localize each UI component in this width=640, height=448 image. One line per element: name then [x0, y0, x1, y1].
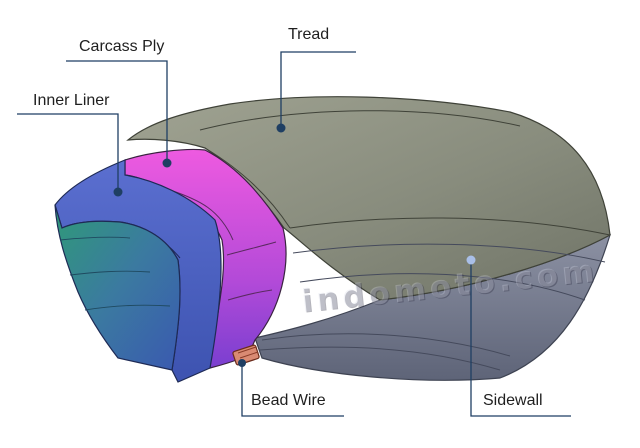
sidewall-rib: [259, 346, 501, 371]
bead-wire-strand: [239, 351, 259, 359]
cavity-line: [69, 270, 151, 276]
bead-wire-label: Bead Wire: [251, 392, 326, 409]
bead-wire-strand: [237, 346, 257, 354]
sidewall-rib: [292, 243, 606, 263]
tread-sidewall-seam: [289, 217, 611, 236]
tread-leader: [280, 51, 356, 128]
cavity-line: [84, 304, 171, 311]
sidewall-label: Sidewall: [483, 392, 543, 409]
sidewall-rib: [261, 333, 511, 357]
carcass-ply-line: [226, 241, 277, 256]
carcass-ply-label: Carcass Ply: [79, 38, 165, 55]
carcass-ply-line: [169, 189, 234, 241]
carcass-ply-leader: [66, 60, 168, 163]
sidewall-leader: [470, 260, 571, 417]
leader-lines: [17, 51, 571, 417]
tread-groove: [199, 110, 521, 131]
inner-liner-label: Inner Liner: [33, 92, 110, 109]
carcass-ply-line: [227, 289, 273, 301]
sidewall-marker-dot: [466, 255, 476, 265]
tread-shoulder-edge: [204, 147, 291, 229]
bead-wire-marker-dot: [238, 359, 246, 367]
carcass-ply-marker-dot: [162, 158, 172, 168]
inner-liner-leader: [17, 113, 119, 192]
sidewall-rib: [299, 273, 586, 301]
bead-wire-leader: [241, 363, 344, 417]
tread-label: Tread: [288, 26, 330, 43]
sidewall-shape: [254, 233, 612, 381]
tread-marker-dot: [276, 123, 286, 133]
inner-liner-marker-dot: [113, 187, 123, 197]
inner-cavity-surface: [54, 204, 181, 371]
cavity-line: [59, 236, 131, 241]
